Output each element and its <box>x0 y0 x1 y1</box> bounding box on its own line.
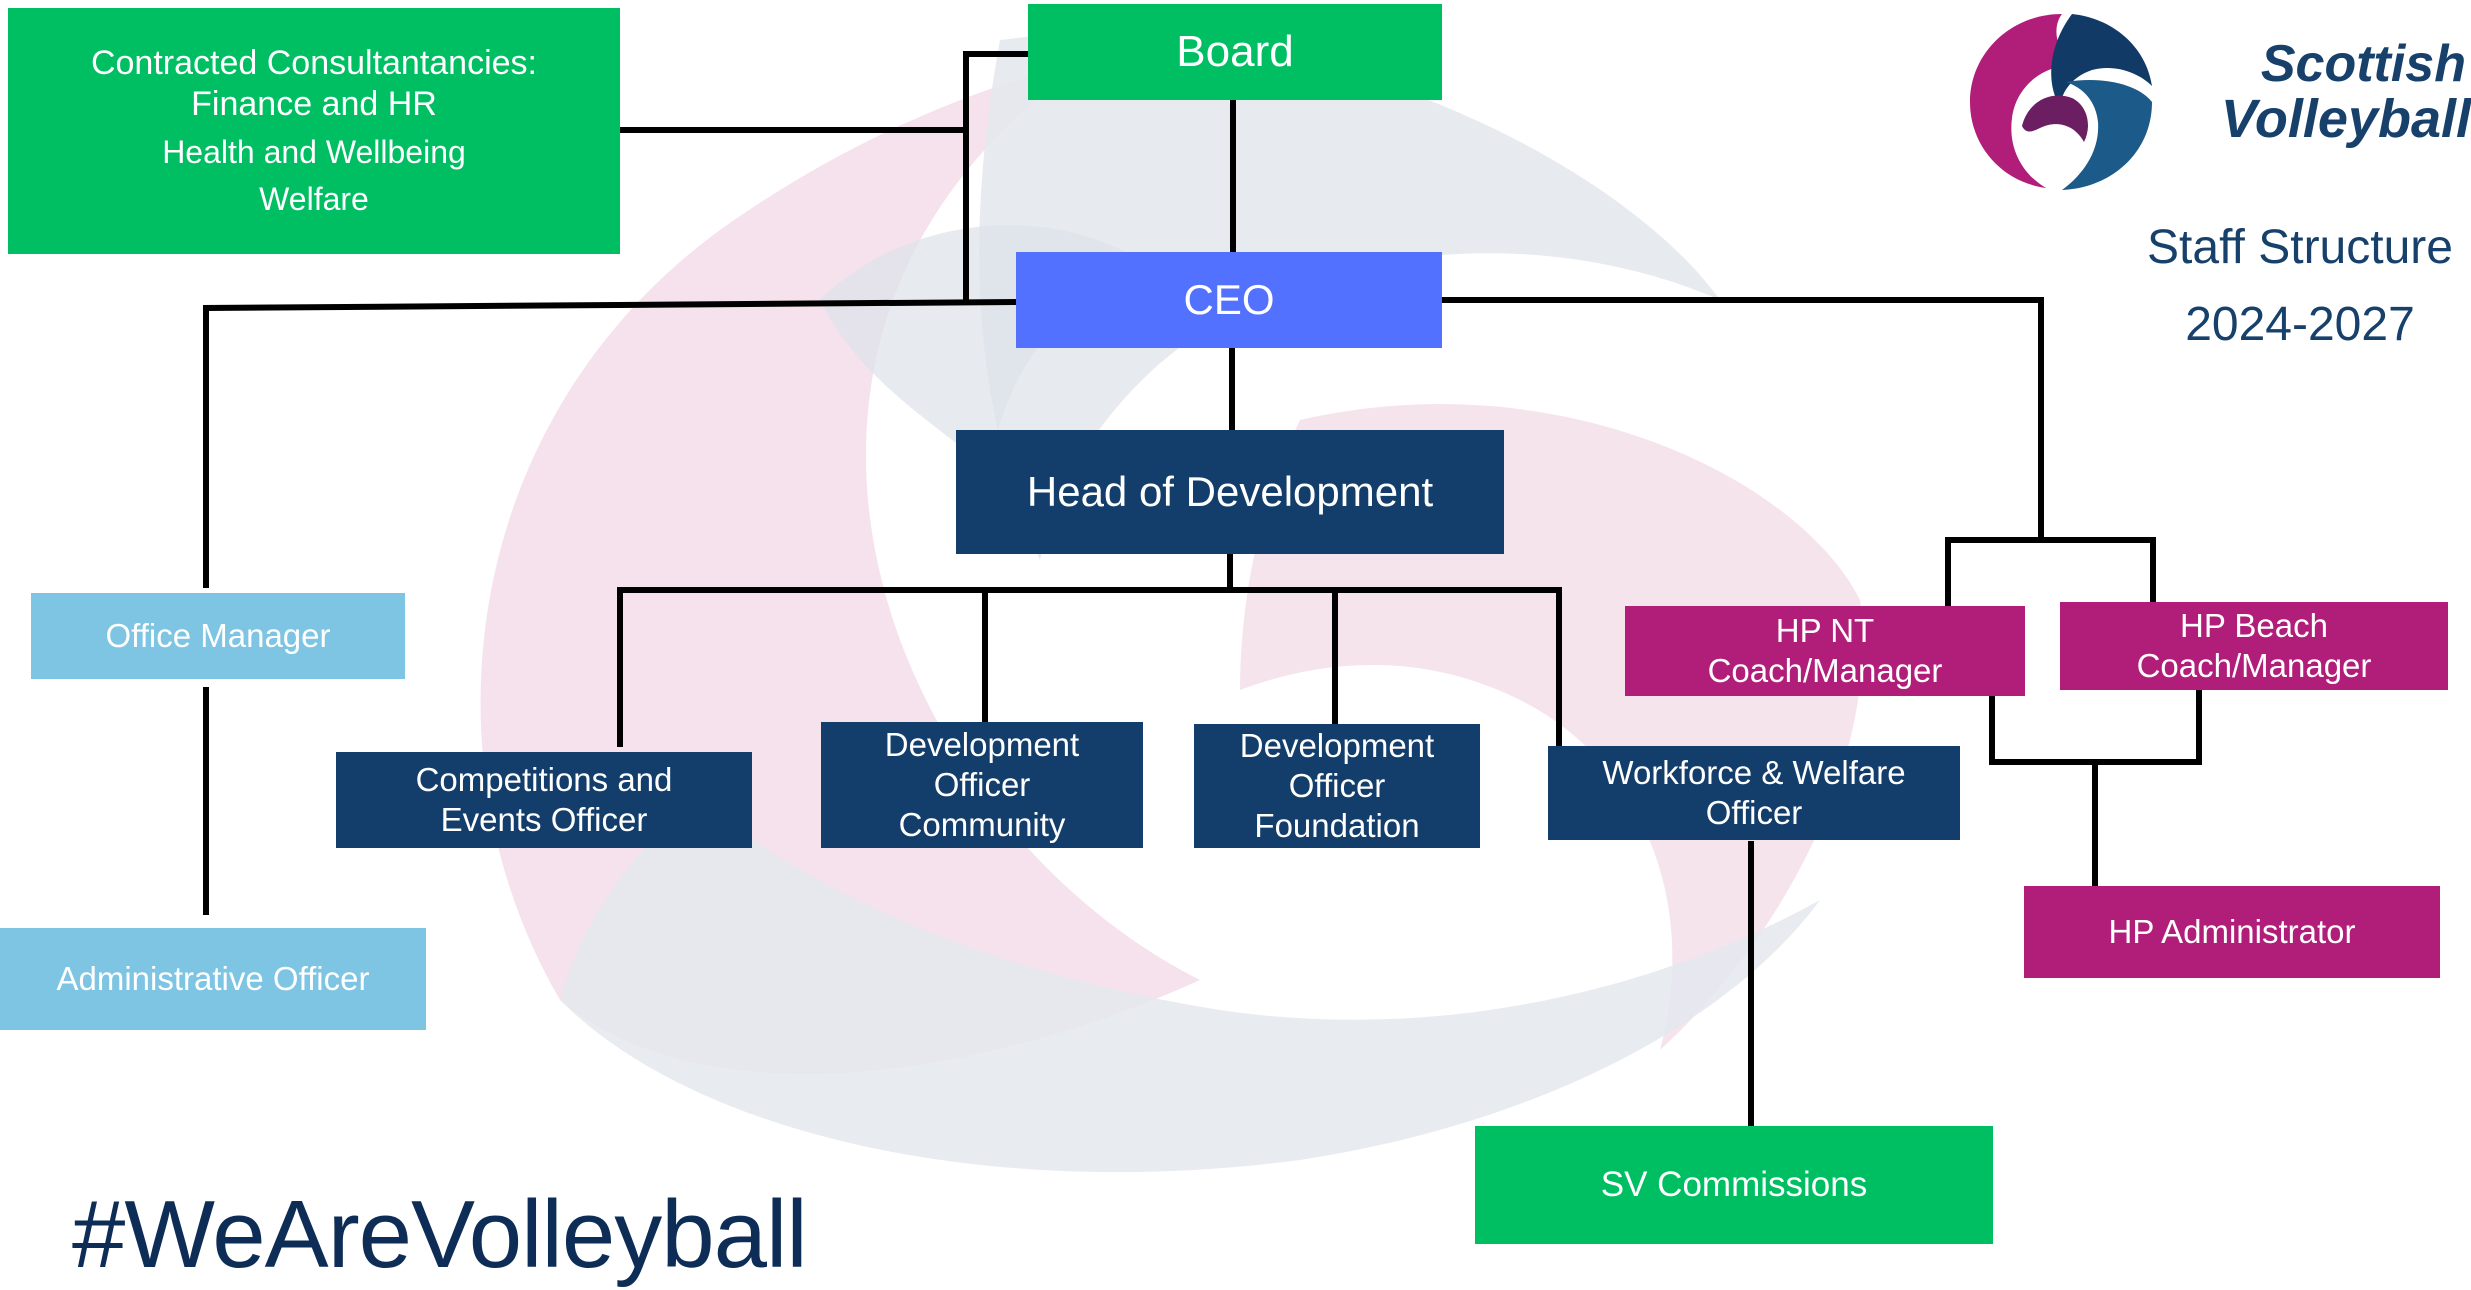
workforce-welfare-officer-box: Workforce & Welfare Officer <box>1548 746 1960 840</box>
dev-foundation-line-2: Officer <box>1288 766 1386 804</box>
administrative-officer-box: Administrative Officer <box>0 928 426 1030</box>
consultancies-line-4: Welfare <box>259 181 369 218</box>
board-label: Board <box>1176 27 1294 77</box>
ceo-label: CEO <box>1183 276 1275 324</box>
competitions-officer-box: Competitions and Events Officer <box>336 752 752 848</box>
development-officer-foundation-box: Development Officer Foundation <box>1194 724 1480 848</box>
dev-community-line-2: Officer <box>933 765 1031 803</box>
consultancies-line-1: Contracted Consultantancies: <box>90 43 538 82</box>
hashtag-text: #WeAreVolleyball <box>72 1181 808 1288</box>
connector-ceo-right <box>1439 297 2044 541</box>
hp-administrator-box: HP Administrator <box>2024 886 2440 978</box>
org-chart-connectors <box>203 51 2202 1129</box>
page-title: Staff Structure 2024-2027 <box>2120 210 2471 364</box>
connector-hp-bottom <box>1989 687 2202 765</box>
ceo-box: CEO <box>1016 252 1442 348</box>
development-officer-community-box: Development Officer Community <box>821 722 1143 848</box>
hp-beach-line-1: HP Beach <box>2180 606 2328 644</box>
workforce-line-1: Workforce & Welfare <box>1602 753 1906 791</box>
title-line-2: 2024-2027 <box>2185 297 2415 351</box>
dev-community-line-3: Community <box>898 806 1066 844</box>
dev-community-line-1: Development <box>884 725 1080 763</box>
consultancies-box: Contracted Consultantancies: Finance and… <box>8 8 620 254</box>
dev-foundation-line-1: Development <box>1239 726 1435 764</box>
connector-board-left-branch <box>963 51 1031 301</box>
hp-nt-coach-manager-box: HP NT Coach/Manager <box>1625 606 2025 696</box>
consultancies-line-3: Health and Wellbeing <box>162 134 466 171</box>
sv-commissions-box: SV Commissions <box>1475 1126 1993 1244</box>
head-of-development-label: Head of Development <box>1026 468 1434 516</box>
board-box: Board <box>1028 4 1442 100</box>
sv-commissions-label: SV Commissions <box>1600 1164 1868 1204</box>
consultancies-line-2: Finance and HR <box>191 84 437 123</box>
office-manager-box: Office Manager <box>31 593 405 679</box>
title-line-1: Staff Structure <box>2147 221 2453 274</box>
workforce-line-2: Officer <box>1705 794 1803 831</box>
logo-text-volleyball: Volleyball <box>2220 89 2471 149</box>
head-of-development-box: Head of Development <box>956 430 1504 554</box>
hp-nt-line-2: Coach/Manager <box>1707 652 1943 689</box>
hp-beach-line-2: Coach/Manager <box>2136 647 2372 684</box>
competitions-line-1: Competitions and <box>415 760 673 798</box>
connector-hp-top <box>1945 537 2156 609</box>
dev-foundation-line-3: Foundation <box>1254 807 1420 845</box>
administrative-officer-label: Administrative Officer <box>56 959 370 997</box>
connector-ceo-left <box>203 298 1020 588</box>
swirl-logo-icon <box>1970 14 2152 190</box>
office-manager-label: Office Manager <box>105 616 331 654</box>
hp-nt-line-1: HP NT <box>1775 611 1875 649</box>
competitions-line-2: Events Officer <box>440 801 648 838</box>
hp-beach-coach-manager-box: HP Beach Coach/Manager <box>2060 602 2448 690</box>
logo-text-scottish: Scottish <box>2260 35 2466 93</box>
hp-administrator-label: HP Administrator <box>2108 912 2356 950</box>
